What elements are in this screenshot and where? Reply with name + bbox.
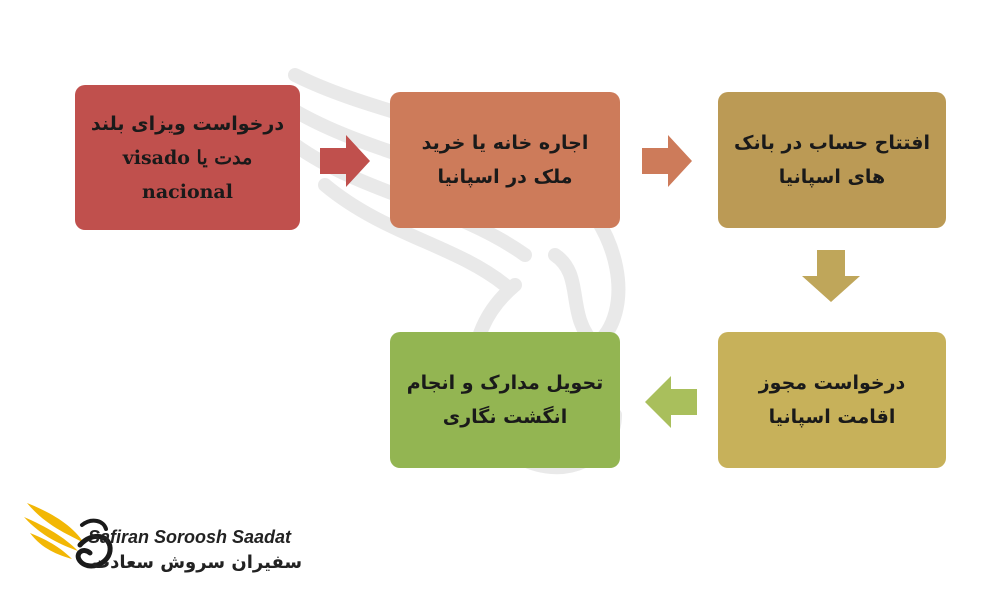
step-1-line-2: مدت یا visado [122,146,253,169]
logo-persian-text: سفیران سروش سعادت [92,552,303,573]
step-4-residence-permit-request: درخواست مجوز اقامت اسپانیا [718,332,946,468]
step-5-documents-fingerprinting: تحویل مدارک و انجام انگشت نگاری [390,332,620,468]
step-3-line-1: افتتاح حساب در بانک [734,132,930,154]
arrow-left-icon [645,376,697,428]
step-4-line-2: اقامت اسپانیا [768,406,896,428]
logo-english-text: Safiran Soroosh Saadat [88,527,292,547]
phoenix-bird-icon [24,503,113,569]
step-3-line-2: های اسپانیا [778,166,886,188]
arrow-right-icon [320,135,370,187]
step-5-line-2: انگشت نگاری [442,406,568,428]
step-4-line-1: درخواست مجوز [758,372,906,394]
step-2-line-1: اجاره خانه یا خرید [421,132,589,154]
step-3-open-bank-account: افتتاح حساب در بانک های اسپانیا [718,92,946,228]
arrow-down-icon [802,250,860,302]
arrow-right-icon [642,135,692,187]
step-5-line-1: تحویل مدارک و انجام [406,372,604,394]
step-2-rent-or-buy-home: اجاره خانه یا خرید ملک در اسپانیا [390,92,620,228]
step-1-line-1: درخواست ویزای بلند [90,112,285,135]
step-2-line-2: ملک در اسپانیا [437,166,573,188]
step-1-line-3: nacional [142,180,233,203]
step-1-long-stay-visa: درخواست ویزای بلند مدت یا visado naciona… [75,85,300,230]
